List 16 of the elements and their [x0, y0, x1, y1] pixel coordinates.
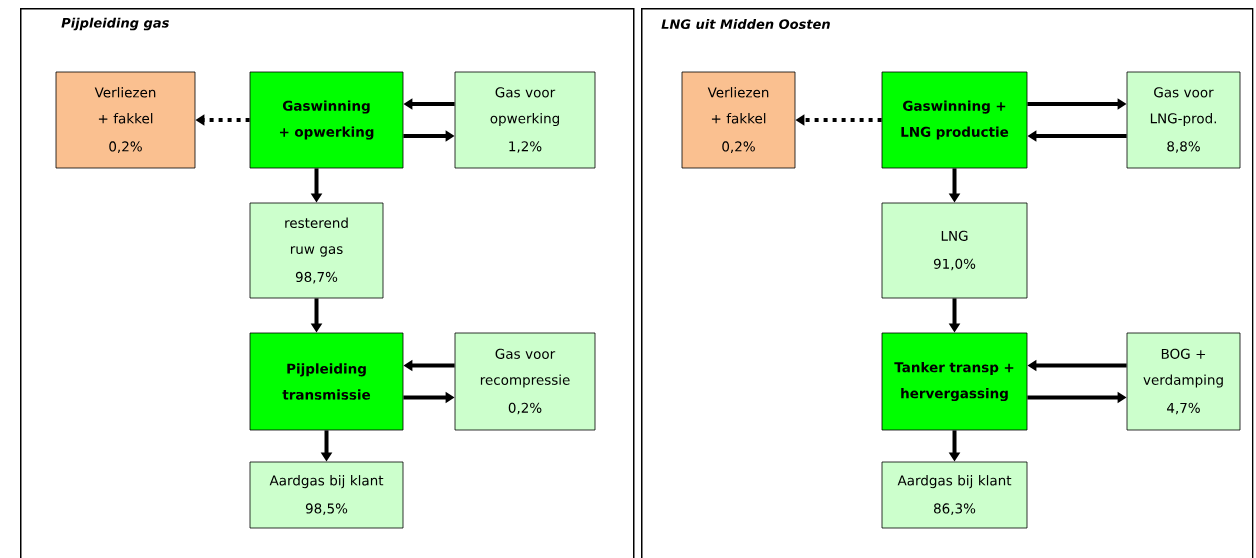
process-box: Tanker transp + hervergassing [881, 332, 1028, 431]
flow-box: Gas voor opwerking 1,2% [454, 71, 596, 169]
flow-box: LNG 91,0% [881, 202, 1028, 299]
flow-box: Gas voor recompressie 0,2% [454, 332, 596, 431]
flow-box: Gas voor LNG-prod. 8,8% [1126, 71, 1241, 169]
loss-box: Verliezen + fakkel 0,2% [55, 71, 196, 169]
panel-title: LNG uit Midden Oosten [661, 18, 830, 30]
flow-box: resterend ruw gas 98,7% [249, 202, 384, 299]
process-box: Pijpleiding transmissie [249, 332, 404, 431]
panel-title: Pijpleiding gas [61, 17, 169, 31]
loss-box: Verliezen + fakkel 0,2% [681, 71, 796, 169]
process-box: Gaswinning + opwerking [249, 71, 404, 169]
flow-box: Aardgas bij klant 86,3% [881, 461, 1028, 529]
flow-box: Aardgas bij klant 98,5% [249, 461, 404, 529]
process-box: Gaswinning + LNG productie [881, 71, 1028, 169]
flow-box: BOG + verdamping 4,7% [1126, 332, 1241, 431]
